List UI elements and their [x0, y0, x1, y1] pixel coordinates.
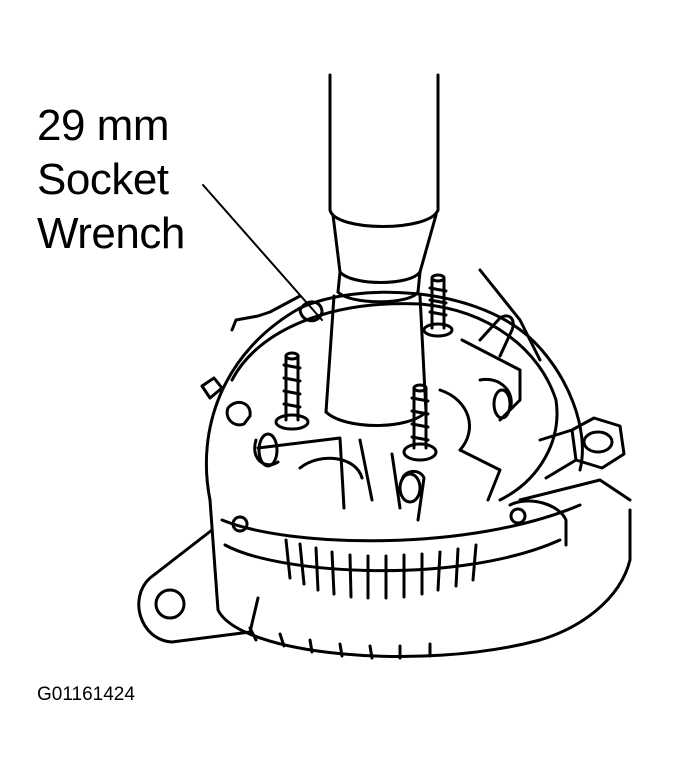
terminal-stud-left — [274, 351, 310, 431]
diode-plate — [231, 388, 527, 533]
housing-bolt-tab-top — [298, 300, 324, 323]
vent-slots — [284, 538, 478, 600]
regulator-tab — [460, 314, 522, 422]
socket-wrench — [324, 73, 440, 427]
callout-label-line-3: Wrench — [37, 209, 185, 258]
housing-bolt-tab-left — [225, 400, 252, 427]
figure-id: G01161424 — [37, 684, 135, 705]
callout-label-line-1: 29 mm — [37, 101, 169, 150]
terminal-stud-center — [402, 383, 438, 462]
callout-label-line-2: Socket — [37, 155, 169, 204]
output-terminal-nut — [518, 416, 632, 502]
terminal-stud-top — [422, 273, 454, 338]
callout-leader-line — [202, 184, 323, 321]
mounting-ear — [137, 528, 260, 644]
